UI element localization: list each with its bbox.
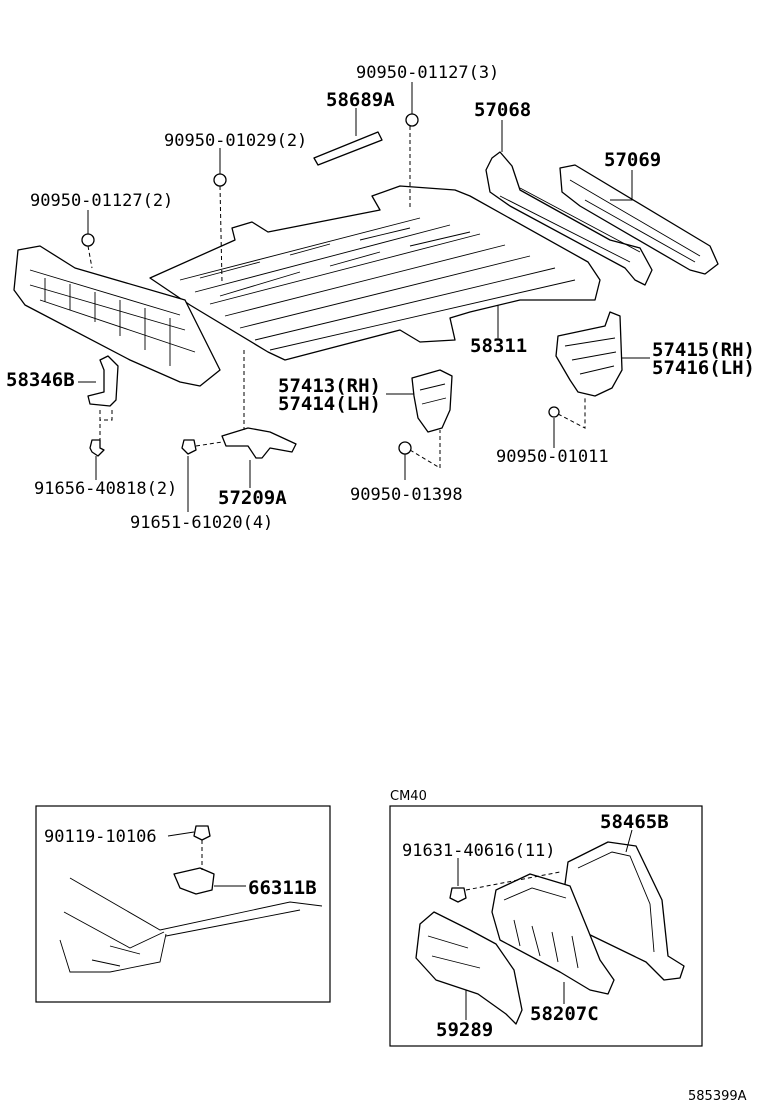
fastener-icons-main [81, 113, 560, 457]
rod-58689A[interactable] [313, 131, 383, 166]
label-90950-01127-3: 90950-01127(3) [356, 63, 499, 83]
label-57413: 57413(RH) [278, 375, 381, 397]
inset-right: CM40 58465B 91631-40616(11) 58207C 59289 [389, 789, 703, 1047]
diagram-id: 585399A [688, 1089, 747, 1104]
label-91656-40818: 91656-40818(2) [34, 479, 177, 499]
variant-label-cm40: CM40 [390, 789, 427, 804]
fastener-dashes [87, 126, 586, 469]
rail-57068[interactable] [485, 151, 653, 286]
bracket-66311B[interactable] [173, 867, 215, 895]
bracket-57415-57416[interactable] [555, 311, 623, 397]
label-91651-61020: 91651-61020(4) [130, 513, 273, 533]
label-58311: 58311 [470, 335, 527, 357]
label-58689A: 58689A [326, 89, 395, 111]
bracket-57209A[interactable] [221, 427, 297, 459]
bracket-57413-57414[interactable] [411, 369, 453, 433]
label-59289: 59289 [436, 1019, 493, 1041]
label-90950-01127-2: 90950-01127(2) [30, 191, 173, 211]
cross-member-left[interactable] [13, 245, 221, 387]
bolt-91631-40616-icon [449, 887, 467, 903]
label-90950-01029: 90950-01029(2) [164, 131, 307, 151]
bolt-90119-10106-icon [193, 825, 211, 841]
label-57415: 57415(RH) [652, 339, 755, 361]
label-90119-10106: 90119-10106 [44, 827, 157, 847]
label-58465B: 58465B [600, 811, 669, 833]
inset-right-frame [389, 805, 703, 1047]
labels-main: 90950-01127(3) 58689A 57068 57069 90950-… [6, 63, 755, 533]
rail-57069[interactable] [559, 164, 719, 275]
leader-lines-main [78, 82, 650, 512]
label-66311B: 66311B [248, 877, 317, 899]
label-57068: 57068 [474, 99, 531, 121]
panel-58207C[interactable] [491, 873, 615, 995]
label-58346B: 58346B [6, 369, 75, 391]
label-91631-40616: 91631-40616(11) [402, 841, 556, 861]
inset-left-frame [35, 805, 331, 1003]
floor-pan-58311[interactable] [149, 185, 601, 361]
label-58207C: 58207C [530, 1003, 599, 1025]
label-90950-01398: 90950-01398 [350, 485, 463, 505]
label-57416: 57416(LH) [652, 357, 755, 379]
label-90950-01011: 90950-01011 [496, 447, 609, 467]
label-57069: 57069 [604, 149, 661, 171]
inset-left: 90119-10106 66311B [35, 805, 331, 1003]
label-57209A: 57209A [218, 487, 287, 509]
label-57414: 57414(LH) [278, 393, 381, 415]
bracket-58346B[interactable] [87, 355, 119, 407]
